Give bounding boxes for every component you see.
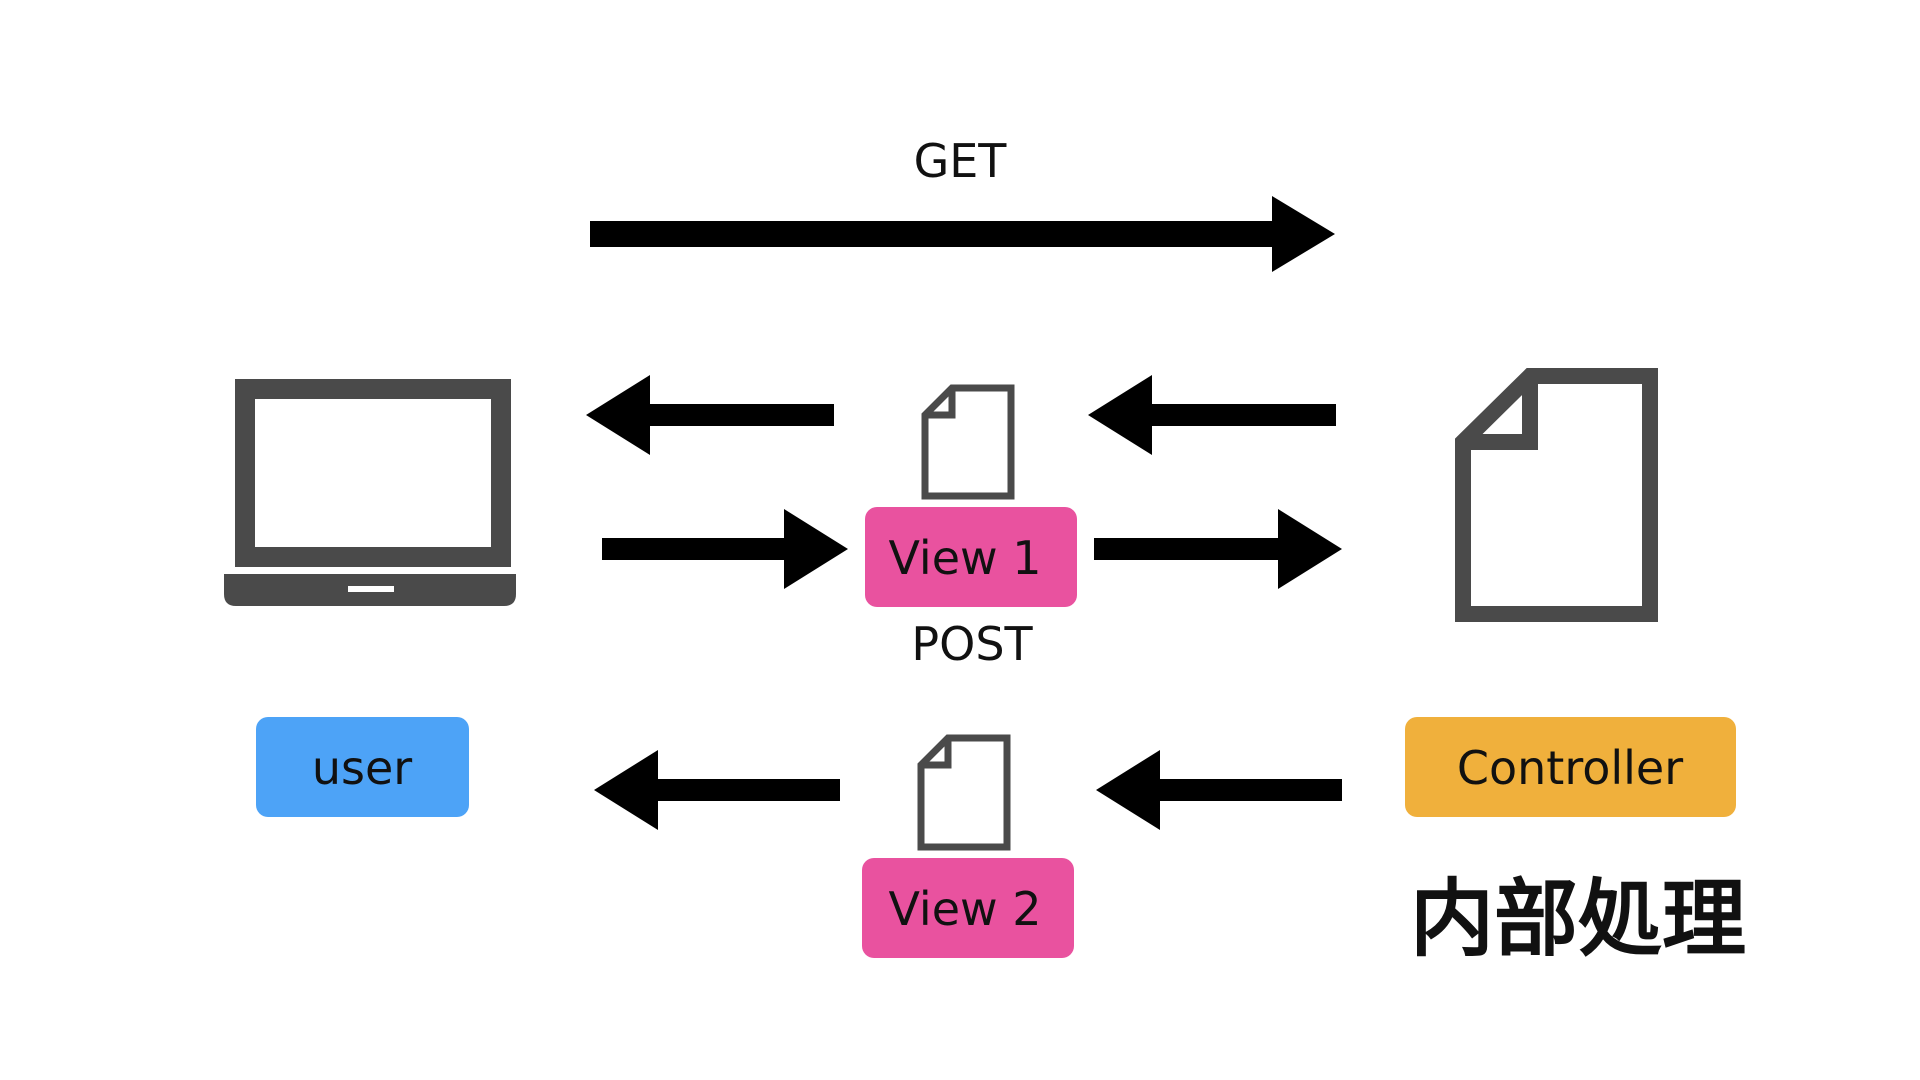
view2-badge: View 2 xyxy=(862,858,1074,958)
view1-document-icon xyxy=(921,384,1015,500)
arrow-controller-to-view1 xyxy=(1088,375,1336,455)
get-arrow xyxy=(590,196,1335,272)
controller-document-icon xyxy=(1455,368,1658,622)
controller-badge: Controller xyxy=(1405,717,1736,817)
post-label: POST xyxy=(911,617,1033,671)
internal-processing-label: 内部処理 xyxy=(1410,870,1746,968)
view1-label: View 1 xyxy=(888,531,1041,585)
arrow-view1-to-user xyxy=(586,375,834,455)
view2-document-icon xyxy=(917,734,1011,851)
user-label: user xyxy=(312,741,412,795)
user-badge: user xyxy=(256,717,469,817)
arrow-view1-to-controller xyxy=(1094,509,1342,589)
arrow-user-to-view1 xyxy=(602,509,848,589)
arrow-view2-to-user xyxy=(594,750,840,830)
view1-badge: View 1 xyxy=(865,507,1077,607)
controller-label: Controller xyxy=(1457,741,1683,795)
get-label: GET xyxy=(914,134,1008,188)
arrow-controller-to-view2 xyxy=(1096,750,1342,830)
view2-label: View 2 xyxy=(888,882,1041,936)
laptop-icon xyxy=(224,379,516,606)
